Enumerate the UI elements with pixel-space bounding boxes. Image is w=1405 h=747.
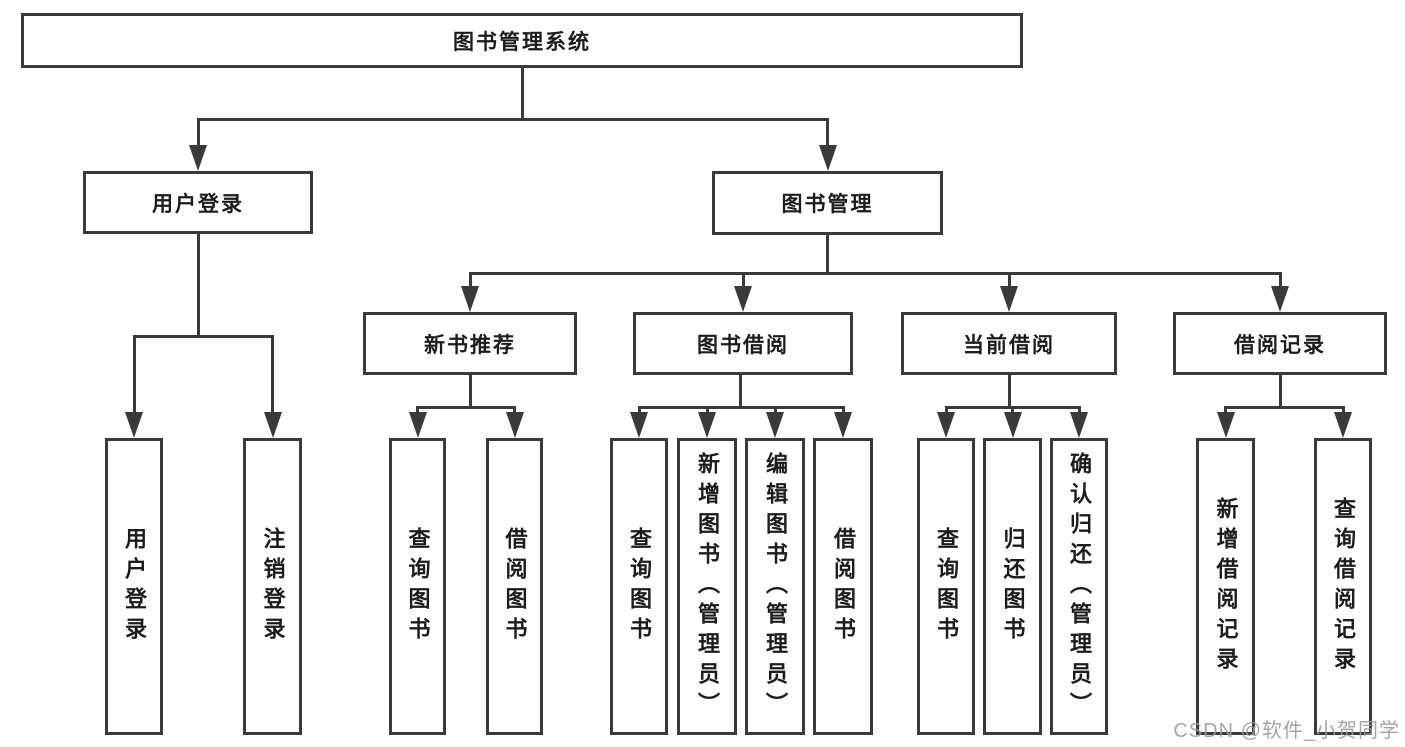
- node-leaf-user-login: 用户登录: [105, 438, 163, 735]
- watermark: CSDN @软件_小贺同学: [1173, 720, 1400, 742]
- connector-bar-cat-book-borrow: [637, 406, 845, 409]
- node-label: 新增借阅记录: [1213, 496, 1239, 677]
- node-label: 借阅图书: [502, 526, 528, 647]
- node-label: 当前借阅: [963, 333, 1055, 357]
- arrowhead-down-icon: [937, 412, 955, 438]
- node-label: 编辑图书（管理员）: [763, 451, 788, 722]
- connector-drop-leaf-user-login: [132, 335, 136, 414]
- node-leaf-query-book-current: 查询图书: [917, 438, 975, 735]
- node-leaf-borrow-book-borrow: 借阅图书: [813, 438, 873, 735]
- arrowhead-down-icon: [630, 412, 648, 438]
- connector-stem-branch-book-mgmt: [826, 235, 829, 275]
- arrowhead-down-icon: [461, 286, 479, 312]
- connector-drop-leaf-logout: [271, 335, 274, 414]
- node-label: 图书借阅: [697, 333, 789, 357]
- node-leaf-add-book-admin: 新增图书（管理员）: [677, 438, 737, 735]
- connector-drop-leaf-return-book: [1011, 406, 1014, 414]
- connector-stem-cat-book-borrow: [738, 375, 742, 409]
- arrowhead-down-icon: [125, 412, 143, 438]
- node-label: 借阅记录: [1234, 333, 1326, 357]
- connector-stem-root: [520, 68, 524, 121]
- arrowhead-down-icon: [408, 412, 427, 438]
- arrowhead-down-icon: [1216, 412, 1235, 438]
- connector-stem-cat-new-book-rec: [468, 375, 472, 409]
- node-label: 新增图书（管理员）: [695, 451, 720, 722]
- node-leaf-add-borrow-record: 新增借阅记录: [1196, 438, 1255, 735]
- connector-bar-cat-borrow-record: [1224, 406, 1345, 409]
- connector-drop-branch-user-login: [196, 118, 200, 147]
- node-label: 查询借阅记录: [1331, 496, 1356, 677]
- node-leaf-return-book: 归还图书: [983, 438, 1042, 735]
- connector-stem-cat-borrow-record: [1278, 375, 1282, 409]
- node-label: 查询图书: [934, 526, 959, 647]
- node-cat-current-borrow: 当前借阅: [901, 312, 1117, 375]
- arrowhead-down-icon: [734, 286, 752, 312]
- node-leaf-edit-book-admin: 编辑图书（管理员）: [745, 438, 805, 735]
- node-leaf-query-borrow-record: 查询借阅记录: [1314, 438, 1372, 735]
- connector-drop-leaf-query-book-rec: [416, 406, 419, 414]
- arrowhead-down-icon: [1271, 286, 1289, 312]
- node-label: 图书管理系统: [453, 30, 591, 54]
- arrowhead-down-icon: [766, 412, 784, 438]
- connector-drop-cat-book-borrow: [741, 272, 745, 288]
- connector-drop-cat-current-borrow: [1007, 272, 1011, 288]
- node-label: 注销登录: [260, 526, 286, 647]
- node-leaf-borrow-book-rec: 借阅图书: [486, 438, 543, 735]
- connector-drop-leaf-edit-book-admin: [773, 406, 777, 414]
- connector-drop-leaf-add-borrow-record: [1224, 406, 1227, 414]
- connector-bar-root: [196, 118, 829, 121]
- arrowhead-down-icon: [263, 412, 282, 438]
- connector-drop-cat-borrow-record: [1278, 272, 1282, 288]
- connector-drop-branch-book-mgmt: [826, 118, 829, 147]
- node-label: 用户登录: [122, 526, 147, 647]
- node-label: 新书推荐: [424, 333, 516, 357]
- node-branch-book-mgmt: 图书管理: [712, 171, 943, 235]
- arrowhead-down-icon: [834, 412, 852, 438]
- connector-drop-leaf-query-book-borrow: [637, 406, 641, 414]
- node-leaf-logout: 注销登录: [243, 438, 302, 735]
- node-leaf-query-book-rec: 查询图书: [389, 438, 446, 735]
- arrowhead-down-icon: [1334, 412, 1352, 438]
- arrowhead-down-icon: [1003, 412, 1022, 438]
- connector-drop-cat-new-book-rec: [468, 272, 472, 288]
- arrowhead-down-icon: [189, 145, 207, 171]
- node-label: 查询图书: [405, 526, 431, 647]
- node-label: 图书管理: [781, 193, 874, 216]
- arrowhead-down-icon: [818, 145, 837, 171]
- node-label: 确认归还（管理员）: [1067, 451, 1092, 722]
- node-label: 借阅图书: [831, 526, 856, 647]
- connector-drop-leaf-confirm-return-admin: [1077, 406, 1081, 414]
- connector-drop-leaf-borrow-book-borrow: [841, 406, 845, 414]
- node-cat-borrow-record: 借阅记录: [1173, 312, 1387, 375]
- connector-stem-branch-user-login: [196, 234, 200, 338]
- connector-drop-leaf-query-book-current: [944, 406, 948, 414]
- node-branch-user-login: 用户登录: [83, 171, 313, 234]
- connector-drop-leaf-borrow-book-rec: [513, 406, 516, 414]
- node-leaf-query-book-borrow: 查询图书: [610, 438, 668, 735]
- connector-drop-leaf-query-borrow-record: [1341, 406, 1345, 414]
- arrowhead-down-icon: [1000, 286, 1018, 312]
- node-cat-book-borrow: 图书借阅: [633, 312, 853, 375]
- connector-bar-branch-book-mgmt: [468, 272, 1282, 275]
- node-label: 归还图书: [1000, 526, 1026, 647]
- node-label: 查询图书: [627, 526, 652, 647]
- connector-bar-cat-new-book-rec: [416, 406, 516, 409]
- connector-drop-leaf-add-book-admin: [705, 406, 709, 414]
- arrowhead-down-icon: [698, 412, 716, 438]
- node-label: 用户登录: [152, 192, 244, 216]
- node-leaf-confirm-return-admin: 确认归还（管理员）: [1050, 438, 1108, 735]
- arrowhead-down-icon: [505, 412, 524, 438]
- node-cat-new-book-rec: 新书推荐: [363, 312, 577, 375]
- arrowhead-down-icon: [1070, 412, 1088, 438]
- connector-bar-branch-user-login: [132, 335, 274, 338]
- node-root: 图书管理系统: [21, 13, 1023, 68]
- connector-stem-cat-current-borrow: [1007, 375, 1011, 409]
